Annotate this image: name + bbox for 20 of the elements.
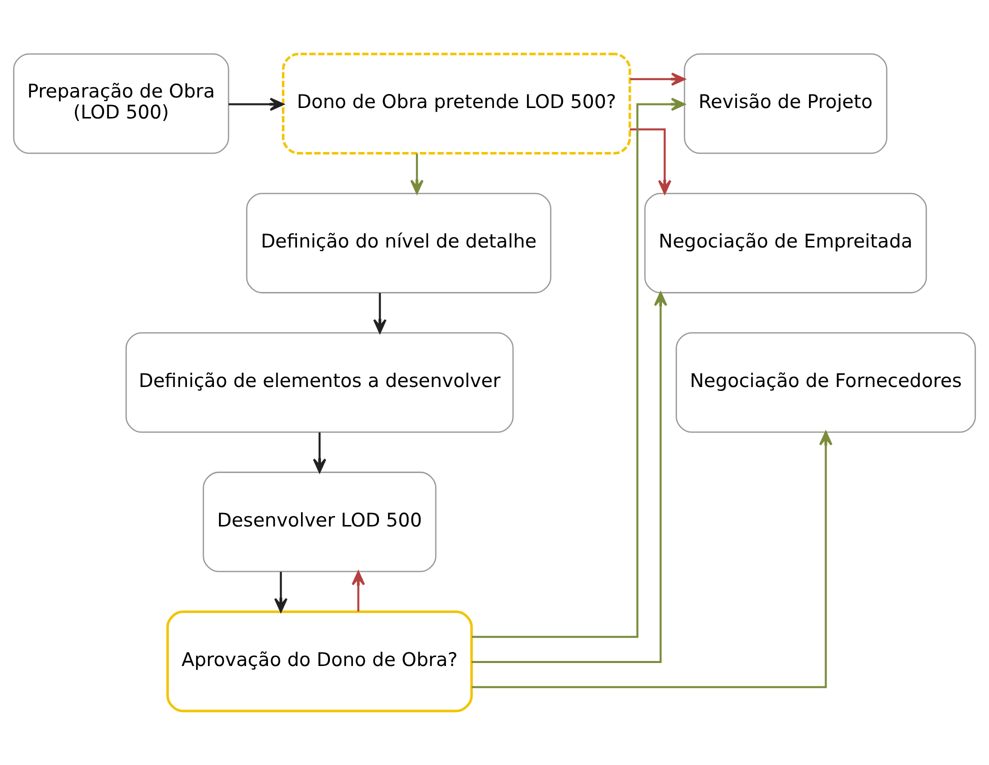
arrow <box>472 292 668 663</box>
node-box: Dono de Obra pretende LOD 500? <box>282 52 632 155</box>
arrow <box>410 154 424 194</box>
node-box: Preparação de Obra (LOD 500) <box>13 53 230 154</box>
node-box: Desenvolver LOD 500 <box>202 472 436 572</box>
node-box: Negociação de Empreitada <box>644 192 927 294</box>
arrow <box>630 72 686 86</box>
arrow <box>630 128 672 194</box>
node-box: Aprovação do Dono de Obra? <box>166 610 473 712</box>
node-box: Definição de elementos a desenvolver <box>126 332 514 433</box>
node-box: Revisão de Projeto <box>684 53 888 154</box>
arrow <box>312 432 326 473</box>
arrow <box>274 572 288 612</box>
arrow <box>352 571 365 612</box>
arrow <box>472 98 686 638</box>
arrow <box>373 293 387 334</box>
arrow <box>228 98 284 111</box>
arrow <box>472 431 832 688</box>
node-box: Definição do nível de detalhe <box>246 192 552 294</box>
node-box: Negociação de Fornecedores <box>676 332 976 433</box>
